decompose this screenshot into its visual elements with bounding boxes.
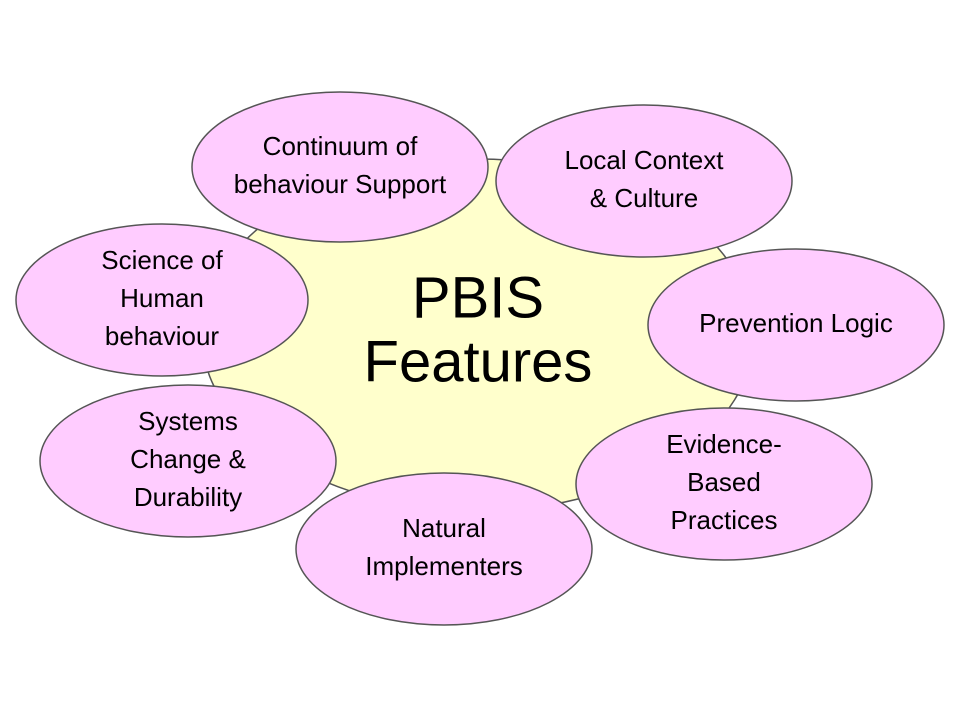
feature-label-line: Evidence-	[666, 429, 782, 459]
feature-ellipse-prevention	[647, 248, 945, 402]
feature-ellipse-systems	[39, 384, 337, 538]
feature-ellipse-evidence	[575, 407, 873, 561]
feature-ellipse-science	[15, 223, 309, 377]
feature-label-line: Change &	[130, 444, 246, 474]
feature-ellipse-natural	[295, 472, 593, 626]
feature-label-line: Implementers	[365, 551, 523, 581]
feature-local-context: Local Context & Culture	[495, 104, 793, 258]
feature-label-line: Systems	[138, 406, 238, 436]
feature-label-line: behaviour	[105, 321, 220, 351]
center-label-line: PBIS	[412, 265, 544, 330]
feature-ellipses: Continuum of behaviour Support Local Conte…	[15, 91, 945, 626]
feature-label-line: Practices	[671, 505, 778, 535]
feature-label-line: Human	[120, 283, 204, 313]
feature-label-science: Science of Human behaviour	[101, 245, 223, 351]
feature-label-line: behaviour Support	[234, 169, 447, 199]
feature-label-prevention: Prevention Logic	[699, 308, 893, 338]
feature-science: Science of Human behaviour	[15, 223, 309, 377]
feature-label-line: Prevention Logic	[699, 308, 893, 338]
feature-label-line: Local Context	[565, 145, 725, 175]
center-label-line: Features	[364, 329, 593, 394]
feature-ellipse-local-context	[495, 104, 793, 258]
feature-label-line: Science of	[101, 245, 223, 275]
feature-label-continuum: Continuum of behaviour Support	[234, 131, 447, 199]
feature-continuum: Continuum of behaviour Support	[191, 91, 489, 243]
feature-label-line: Durability	[134, 482, 242, 512]
feature-label-line: & Culture	[590, 183, 698, 213]
feature-label-line: Based	[687, 467, 761, 497]
feature-label-line: Continuum of	[263, 131, 418, 161]
feature-label-line: Natural	[402, 513, 486, 543]
feature-label-local-context: Local Context & Culture	[565, 145, 725, 213]
feature-ellipse-continuum	[191, 91, 489, 243]
feature-prevention: Prevention Logic	[647, 248, 945, 402]
